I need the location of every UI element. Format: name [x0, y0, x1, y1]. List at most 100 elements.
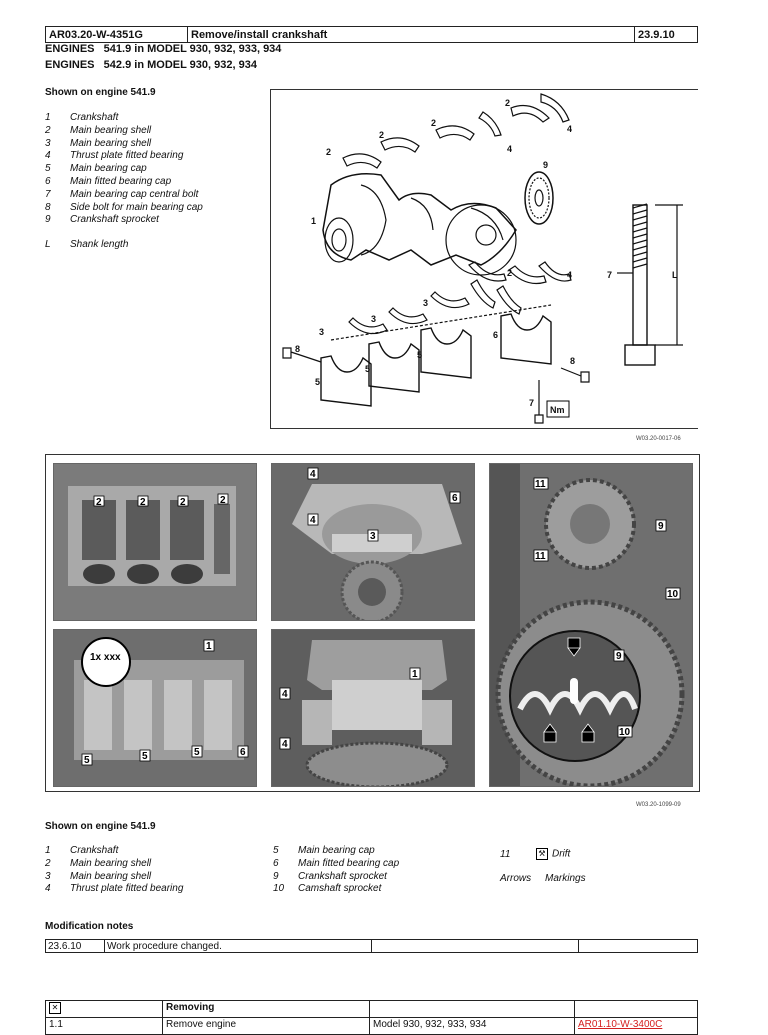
- diagram-svg: 1 2 2 2 2 4 4 9 2 4 3 3 3 6 5 5 5 8 8 7 …: [282, 93, 683, 424]
- callout-8: 8: [570, 356, 575, 366]
- photo-crankshaft-journal: 1 4 4: [271, 629, 475, 787]
- callout-2: 2: [379, 130, 384, 140]
- legend-item: 11⚒Drift: [500, 848, 571, 860]
- svg-text:11: 11: [535, 479, 546, 490]
- callout-7: 7: [607, 270, 612, 280]
- callout-9: 9: [543, 160, 548, 170]
- marking-label: 1x xxx: [90, 652, 121, 663]
- callout-7: 7: [529, 398, 534, 408]
- table-row: 23.6.10 Work procedure changed.: [45, 939, 698, 953]
- engines-line-1: ENGINES 541.9 in MODEL 930, 932, 933, 93…: [45, 43, 282, 55]
- svg-text:5: 5: [142, 751, 148, 762]
- callout-3: 3: [423, 298, 428, 308]
- svg-text:9: 9: [658, 521, 664, 532]
- callout-5: 5: [315, 377, 320, 387]
- removing-icon-cell: ✕: [45, 1000, 163, 1018]
- svg-text:4: 4: [310, 469, 316, 480]
- special-tool-icon: ⚒: [536, 848, 548, 860]
- callout-3: 3: [319, 327, 324, 337]
- callout-1: 1: [311, 216, 316, 226]
- svg-text:2: 2: [220, 495, 226, 506]
- svg-text:5: 5: [84, 755, 90, 766]
- svg-text:5: 5: [194, 747, 200, 758]
- callout-2: 2: [505, 98, 510, 108]
- callout-5: 5: [417, 350, 422, 360]
- callout-4: 4: [567, 124, 572, 134]
- figure-code-2: W03.20-1099-09: [636, 802, 681, 808]
- mod-note: Work procedure changed.: [104, 939, 372, 953]
- svg-text:1: 1: [206, 641, 212, 652]
- svg-text:11: 11: [535, 551, 546, 562]
- figure-code-1: W03.20-0017-06: [636, 436, 681, 442]
- table-row: 1.1 Remove engine Model 930, 932, 933, 9…: [45, 1017, 698, 1035]
- exploded-crankshaft-diagram: 1 2 2 2 2 4 4 9 2 4 3 3 3 6 5 5 5 8 8 7 …: [270, 89, 698, 429]
- callout-2: 2: [431, 118, 436, 128]
- photo-fitted-bearing: 4 4 3 6: [271, 463, 475, 621]
- svg-text:6: 6: [240, 747, 246, 758]
- modification-heading: Modification notes: [45, 921, 134, 932]
- svg-text:4: 4: [310, 515, 316, 526]
- removing-heading: Removing: [162, 1000, 370, 1018]
- callout-8: 8: [295, 344, 300, 354]
- callout-L: L: [672, 270, 678, 280]
- modification-table: 23.6.10 Work procedure changed.: [45, 939, 698, 953]
- callout-2: 2: [326, 147, 331, 157]
- photo-bearing-caps: 1x xxx 1 5 5 5 6: [53, 629, 257, 787]
- removing-table: ✕ Removing 1.1 Remove engine Model 930, …: [45, 1000, 698, 1035]
- svg-text:3: 3: [370, 531, 376, 542]
- callout-5: 5: [365, 364, 370, 374]
- doc-title: Remove/install crankshaft: [187, 26, 635, 43]
- svg-text:4: 4: [282, 689, 288, 700]
- photo-panel: 2 2 2 2 4 4 3 6: [45, 454, 700, 792]
- mod-date: 23.6.10: [45, 939, 105, 953]
- reference-link[interactable]: AR01.10-W-3400C: [574, 1017, 698, 1035]
- svg-text:6: 6: [452, 493, 458, 504]
- section1-heading: Shown on engine 541.9: [45, 87, 156, 98]
- header-table: AR03.20-W-4351G Remove/install crankshaf…: [45, 26, 698, 43]
- svg-text:1: 1: [412, 669, 418, 680]
- doc-id: AR03.20-W-4351G: [45, 26, 188, 43]
- photo-sprocket-markings: 11 11 9 10 9 10: [489, 463, 693, 787]
- svg-text:2: 2: [140, 497, 146, 508]
- svg-text:2: 2: [180, 497, 186, 508]
- callout-2: 2: [507, 268, 512, 278]
- svg-text:4: 4: [282, 739, 288, 750]
- svg-text:10: 10: [619, 727, 631, 738]
- section2-heading: Shown on engine 541.9: [45, 821, 156, 832]
- removal-procedure-icon: ✕: [49, 1002, 61, 1014]
- svg-text:9: 9: [616, 651, 622, 662]
- engines-line-2: ENGINES 542.9 in MODEL 930, 932, 934: [45, 59, 257, 71]
- svg-text:2: 2: [96, 497, 102, 508]
- photo-bearing-shells-in-block: 2 2 2 2: [53, 463, 257, 621]
- callout-3: 3: [371, 314, 376, 324]
- callout-6: 6: [493, 330, 498, 340]
- table-row: ✕ Removing: [45, 1000, 698, 1018]
- callout-4: 4: [507, 144, 512, 154]
- callout-4: 4: [567, 270, 572, 280]
- doc-date: 23.9.10: [634, 26, 698, 43]
- nm-torque-label: Nm: [550, 405, 565, 415]
- svg-text:10: 10: [667, 589, 679, 600]
